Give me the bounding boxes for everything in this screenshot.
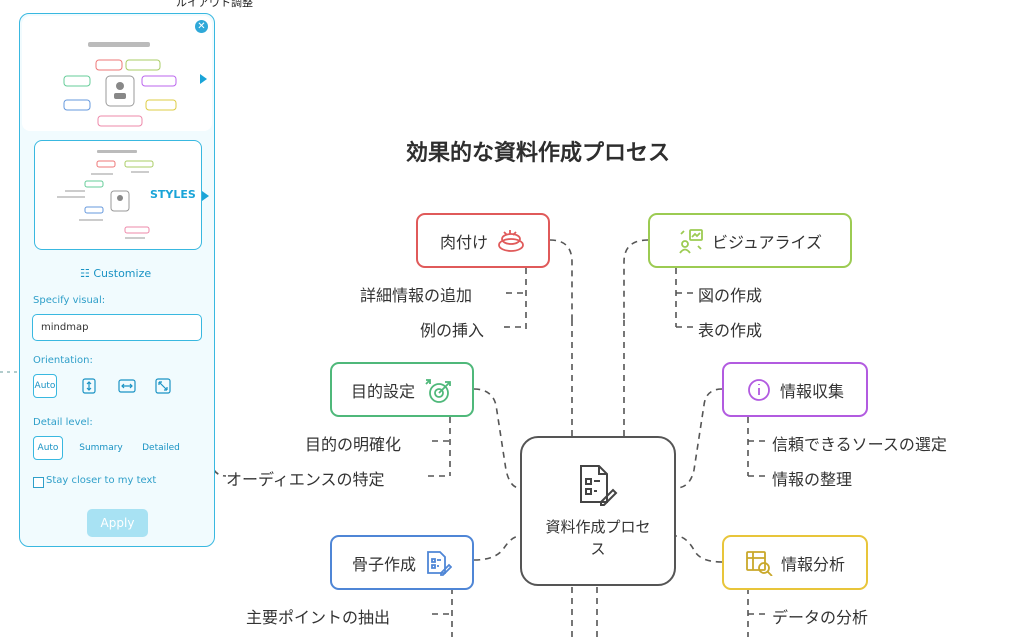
styles-arrow-icon[interactable] xyxy=(202,191,209,201)
orientation-vertical-button[interactable] xyxy=(77,374,101,398)
sliders-icon: ☷ xyxy=(80,267,90,280)
node-label: 情報収集 xyxy=(779,381,844,401)
center-label: 資料作成プロセス xyxy=(545,518,651,558)
node-mokuteki[interactable]: 目的設定 xyxy=(330,362,474,417)
mindmap-title: 効果的な資料作成プロセス xyxy=(406,141,671,166)
meat-icon xyxy=(496,228,526,254)
document-edit-icon xyxy=(424,549,452,577)
target-icon xyxy=(423,376,453,404)
next-arrow-icon[interactable] xyxy=(200,74,207,84)
node-joho-bunseki[interactable]: 情報分析 xyxy=(722,535,868,590)
leaf-main-points: 主要ポイントの抽出 xyxy=(246,608,391,627)
customize-toggle[interactable]: ☷ Customize xyxy=(80,267,151,280)
leaf-audience-identify: オーディエンスの特定 xyxy=(226,470,385,489)
styles-button[interactable]: STYLES xyxy=(150,188,196,201)
mindmap-thumbnail-graphic xyxy=(63,42,177,127)
layout-adjust-label: ルイアウト調整 xyxy=(176,0,253,9)
node-nikuzuke[interactable]: 肉付け xyxy=(416,213,550,268)
leaf-example-insert: 例の挿入 xyxy=(420,321,485,340)
orientation-radial-button[interactable] xyxy=(151,374,175,398)
node-label: 肉付け xyxy=(439,232,488,252)
chart-icon xyxy=(678,228,704,254)
leaf-purpose-clarify: 目的の明確化 xyxy=(305,435,402,454)
leaf-info-organize: 情報の整理 xyxy=(772,470,853,489)
detail-detailed-button[interactable]: Detailed xyxy=(142,443,180,453)
node-joho-shushu[interactable]: 情報収集 xyxy=(722,362,868,417)
leaf-detail-add: 詳細情報の追加 xyxy=(360,286,473,305)
node-label: 骨子作成 xyxy=(351,554,416,574)
node-label: 情報分析 xyxy=(780,554,845,574)
table-search-icon xyxy=(745,550,773,576)
node-label: ビジュアライズ xyxy=(711,232,823,252)
stay-closer-label: Stay closer to my text xyxy=(46,475,157,486)
detail-auto-button[interactable]: Auto xyxy=(33,436,63,460)
info-icon xyxy=(746,377,772,403)
leaf-source-select: 信頼できるソースの選定 xyxy=(772,435,947,454)
node-visualize[interactable]: ビジュアライズ xyxy=(648,213,852,268)
center-node[interactable]: 資料作成プロセス xyxy=(520,436,676,586)
customize-label: Customize xyxy=(93,267,152,280)
node-honeshi[interactable]: 骨子作成 xyxy=(330,535,474,590)
leaf-data-analysis: データの分析 xyxy=(772,608,869,627)
orientation-label: Orientation: xyxy=(33,355,93,366)
node-label: 目的設定 xyxy=(350,381,415,401)
stay-closer-checkbox[interactable] xyxy=(33,477,44,488)
leaf-figure-make: 図の作成 xyxy=(698,286,763,305)
orientation-auto-button[interactable]: Auto xyxy=(33,374,57,398)
visual-options-panel: ✕ STYLES ☷ Customize Specify visual: min… xyxy=(19,13,215,547)
style-thumbnail-1[interactable] xyxy=(22,16,212,131)
detail-level-label: Detail level: xyxy=(33,417,93,428)
expand-icon xyxy=(155,378,171,394)
style-thumbnail-2[interactable] xyxy=(34,140,202,250)
close-icon[interactable]: ✕ xyxy=(195,20,208,33)
horizontal-arrows-icon xyxy=(118,379,136,393)
detail-summary-button[interactable]: Summary xyxy=(79,443,123,453)
orientation-horizontal-button[interactable] xyxy=(115,374,139,398)
specify-visual-label: Specify visual: xyxy=(33,295,106,306)
leaf-table-make: 表の作成 xyxy=(698,321,763,340)
visual-type-input[interactable]: mindmap xyxy=(32,314,202,341)
apply-button[interactable]: Apply xyxy=(87,509,148,537)
document-icon xyxy=(575,462,621,512)
mindmap-thumbnail-graphic xyxy=(57,150,154,239)
vertical-arrows-icon xyxy=(82,378,96,394)
